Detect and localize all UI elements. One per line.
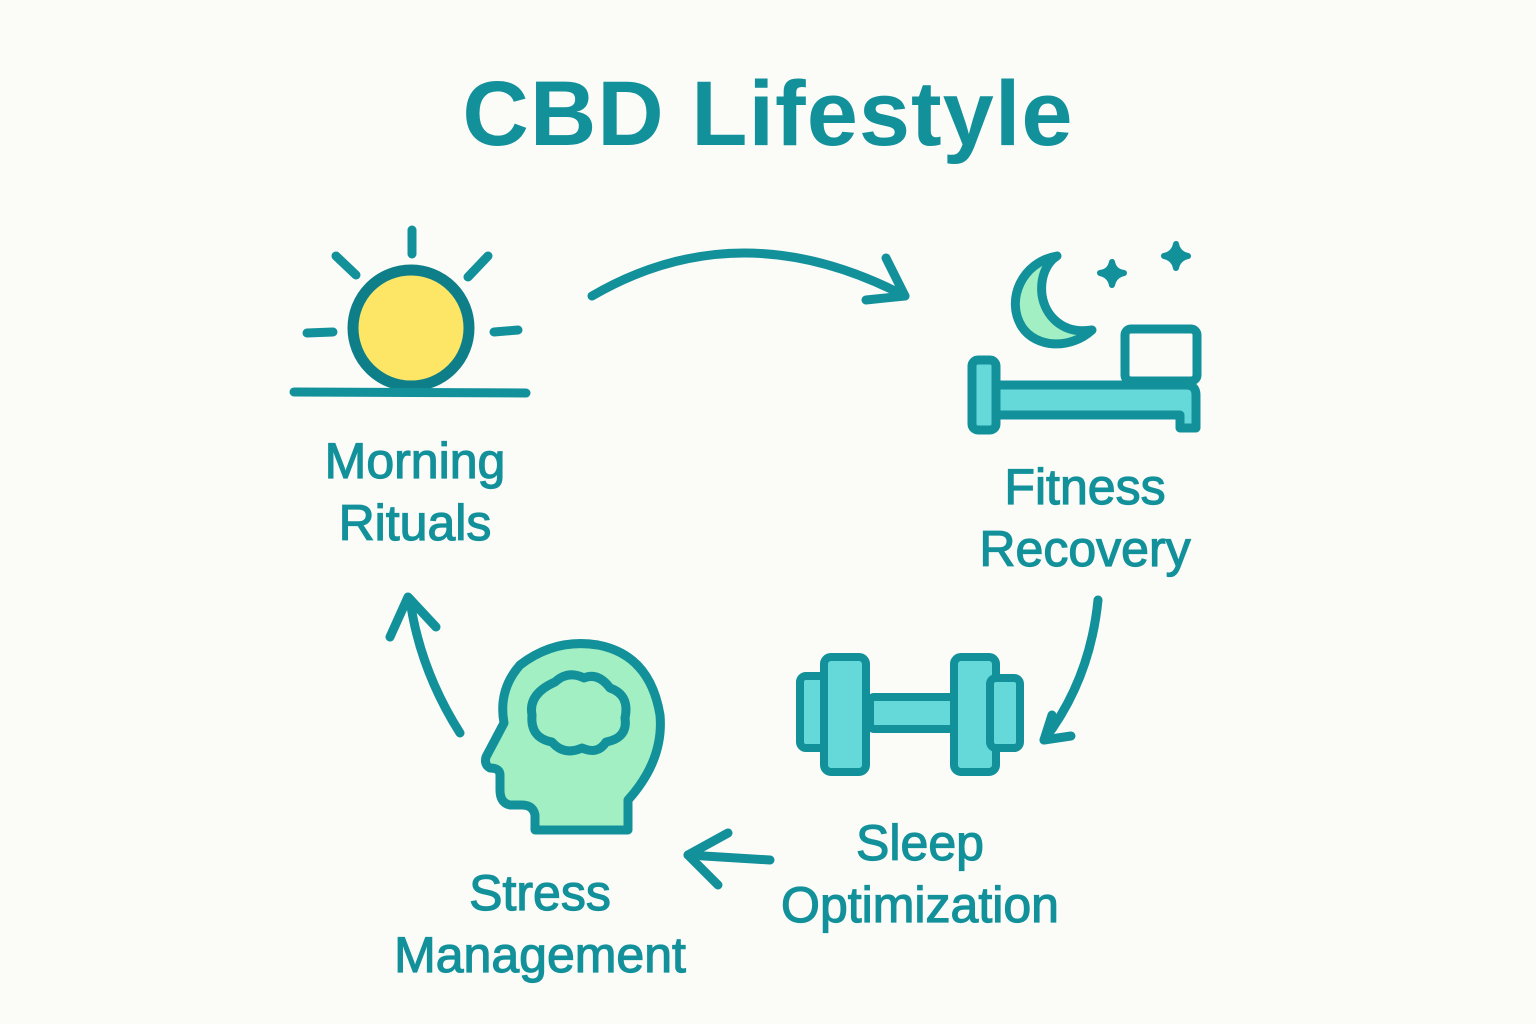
arrow-morning-to-fitness: [587, 248, 910, 305]
label-line: Optimization: [780, 876, 1059, 933]
diagram-title: CBD Lifestyle: [462, 63, 1074, 165]
label-fitness-recovery: Fitness Recovery: [945, 456, 1225, 580]
label-line: Fitness: [1004, 458, 1166, 515]
head-cloud-icon: [481, 639, 665, 835]
dumbbell-icon: [796, 653, 1024, 776]
label-stress-management: Stress Management: [355, 862, 725, 986]
label-line: Morning: [324, 432, 506, 489]
label-morning-rituals: Morning Rituals: [280, 430, 550, 554]
arrow-stress-to-morning: [385, 592, 465, 738]
arrow-fitness-to-sleep: [1039, 595, 1103, 745]
arrow-sleep-to-stress: [683, 828, 775, 890]
label-line: Recovery: [979, 520, 1191, 577]
label-line: Stress: [469, 864, 612, 921]
sun-icon: [289, 225, 531, 398]
label-line: Management: [393, 926, 686, 983]
label-sleep-optimization: Sleep Optimization: [745, 812, 1095, 936]
label-line: Rituals: [338, 494, 492, 551]
moon-bed-icon: [967, 241, 1202, 435]
label-line: Sleep: [855, 814, 984, 871]
